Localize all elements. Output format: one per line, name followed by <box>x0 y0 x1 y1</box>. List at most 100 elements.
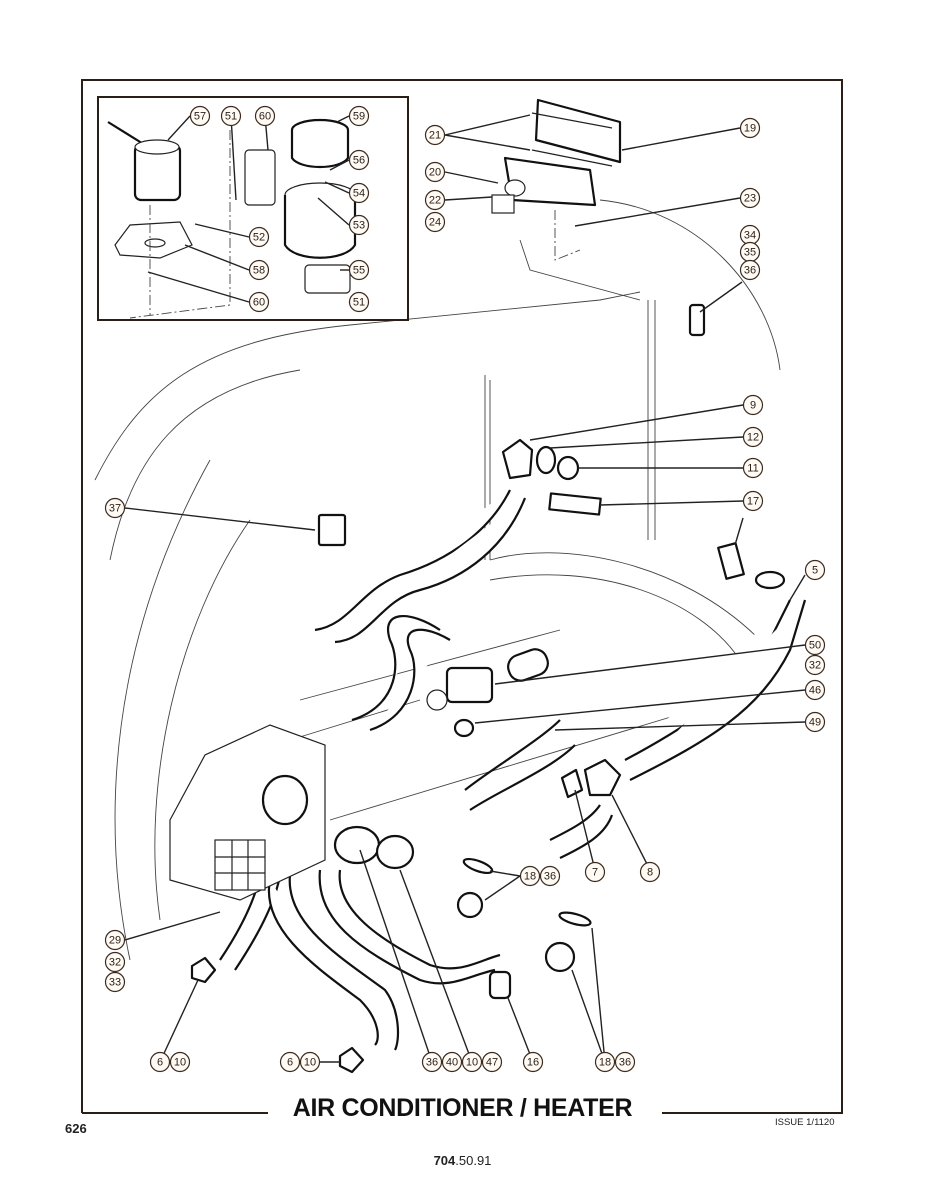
callout-20: 20 <box>424 161 446 183</box>
callout-60: 60 <box>254 105 276 127</box>
callout-53: 53 <box>348 214 370 236</box>
mounting-plate-58 <box>114 221 193 259</box>
callout-label: 57 <box>194 111 206 123</box>
callout-40: 40 <box>441 1051 463 1073</box>
callout-60: 60 <box>248 291 270 313</box>
callout-37: 37 <box>104 497 126 519</box>
elbow-9 <box>501 438 534 480</box>
seal-36-upper <box>688 303 706 337</box>
callout-10: 10 <box>169 1051 191 1073</box>
callout-label: 35 <box>744 247 756 259</box>
hoses <box>219 489 807 1051</box>
housing-19 <box>531 98 622 167</box>
callout-circle <box>348 105 370 127</box>
document-code-suffix: .50.91 <box>455 1153 492 1168</box>
callout-circle <box>519 865 541 887</box>
page-number: 626 <box>65 1121 87 1136</box>
callout-12: 12 <box>742 426 764 448</box>
callout-label: 51 <box>353 297 365 309</box>
callout-circle <box>639 861 661 883</box>
callout-label: 60 <box>259 111 271 123</box>
callout-label: 32 <box>809 660 821 672</box>
callout-label: 34 <box>744 230 756 242</box>
document-code: 704.50.91 <box>0 1153 925 1168</box>
valve-50 <box>426 666 494 711</box>
motor-57 <box>107 121 182 202</box>
callout-54: 54 <box>348 182 370 204</box>
callout-label: 29 <box>109 935 121 947</box>
callout-circle <box>421 1051 443 1073</box>
callout-label: 24 <box>429 217 441 229</box>
callout-51: 51 <box>348 291 370 313</box>
vent-grille-17 <box>548 492 602 516</box>
callout-label: 36 <box>744 265 756 277</box>
callout-label: 5 <box>812 565 818 577</box>
vent-seal-18-lower <box>558 911 592 927</box>
callout-circle <box>348 259 370 281</box>
callout-circle <box>481 1051 503 1073</box>
callout-32: 32 <box>104 951 126 973</box>
callout-circle <box>104 929 126 951</box>
callout-label: 6 <box>157 1057 163 1069</box>
callout-circle <box>742 394 764 416</box>
flange-6-left <box>190 956 217 984</box>
callout-36: 36 <box>614 1051 636 1073</box>
callout-label: 59 <box>353 111 365 123</box>
callout-22: 22 <box>424 189 446 211</box>
callout-35: 35 <box>739 241 761 263</box>
callout-label: 47 <box>486 1057 498 1069</box>
callout-34: 34 <box>739 224 761 246</box>
callout-circle <box>424 189 446 211</box>
callout-19: 19 <box>739 117 761 139</box>
callout-label: 52 <box>253 232 265 244</box>
callout-6: 6 <box>279 1051 301 1073</box>
cab-outline <box>94 199 781 961</box>
callout-label: 21 <box>429 130 441 142</box>
callout-57: 57 <box>189 105 211 127</box>
callout-label: 11 <box>747 463 758 475</box>
page-title-text: AIR CONDITIONER / HEATER <box>284 1094 641 1122</box>
callout-circle <box>149 1051 171 1073</box>
callout-label: 49 <box>809 717 821 729</box>
callout-circle <box>804 634 826 656</box>
callout-7: 7 <box>584 861 606 883</box>
flange-6-bottom <box>338 1046 365 1074</box>
callout-label: 7 <box>592 867 598 879</box>
diagram-frame <box>81 79 843 1114</box>
callout-label: 10 <box>174 1057 186 1069</box>
duct-20 <box>503 156 597 207</box>
callout-circle <box>584 861 606 883</box>
leader-lines <box>124 114 806 1063</box>
callout-circle <box>279 1051 301 1073</box>
callout-circle <box>169 1051 191 1073</box>
callout-label: 16 <box>527 1057 539 1069</box>
callout-21: 21 <box>424 124 446 146</box>
callout-label: 18 <box>524 871 536 883</box>
vent-18-upper <box>456 891 484 919</box>
switch-37 <box>317 513 347 547</box>
callout-10: 10 <box>461 1051 483 1073</box>
callout-8: 8 <box>639 861 661 883</box>
callout-18: 18 <box>519 865 541 887</box>
callout-33: 33 <box>104 971 126 993</box>
callout-17: 17 <box>742 490 764 512</box>
grommet-11 <box>556 455 580 481</box>
callout-circle <box>522 1051 544 1073</box>
blower-housing-56 <box>283 182 357 259</box>
callout-circle <box>299 1051 321 1073</box>
callout-circle <box>254 105 276 127</box>
callout-circle <box>348 149 370 171</box>
callout-label: 37 <box>109 503 121 515</box>
fan-wheel-59 <box>290 118 350 168</box>
callout-label: 9 <box>750 400 756 412</box>
callout-label: 10 <box>304 1057 316 1069</box>
callout-circle <box>594 1051 616 1073</box>
callout-label: 36 <box>426 1057 438 1069</box>
flange-10-47 <box>375 834 415 870</box>
callout-11: 11 <box>742 457 764 479</box>
callout-circle <box>739 117 761 139</box>
vent-grille-17b <box>717 542 745 580</box>
blower-inset-box <box>97 96 409 321</box>
